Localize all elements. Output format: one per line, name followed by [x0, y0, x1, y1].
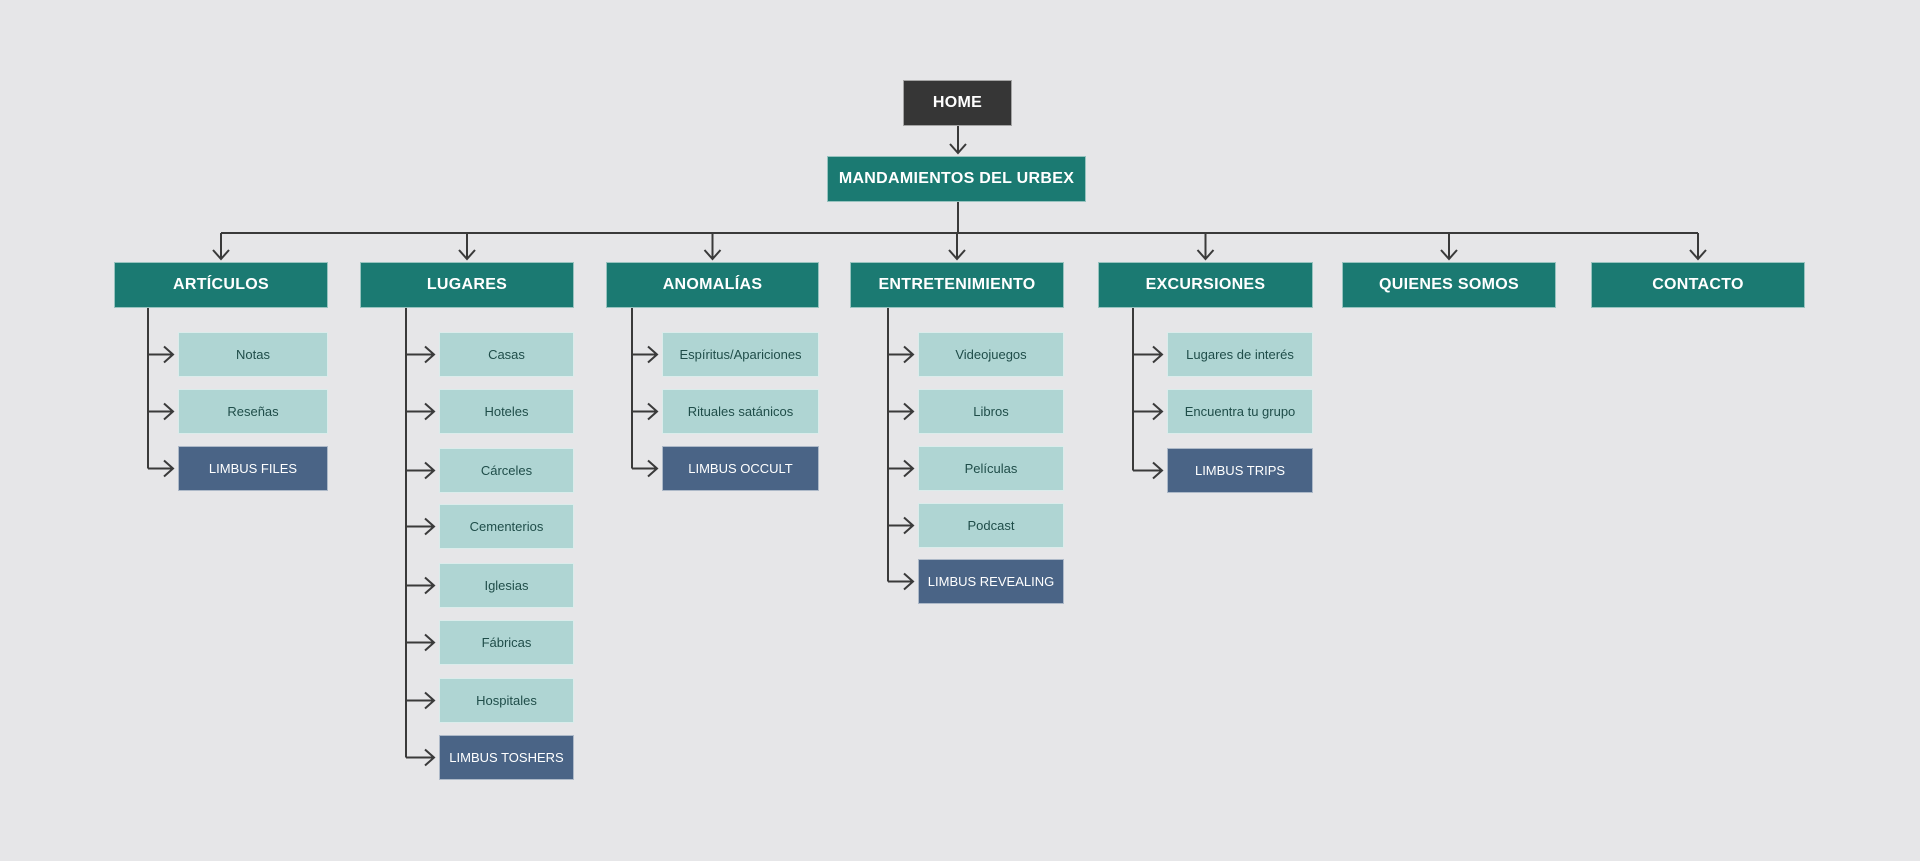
arrow-right-icon — [424, 633, 436, 652]
arrow-right-icon — [424, 402, 436, 421]
node-peliculas[interactable]: Películas — [918, 446, 1064, 491]
node-carceles[interactable]: Cárceles — [439, 448, 574, 493]
node-videojuegos[interactable]: Videojuegos — [918, 332, 1064, 377]
arrow-down-icon — [458, 249, 476, 261]
arrow-right-icon — [424, 691, 436, 710]
node-hoteles[interactable]: Hoteles — [439, 389, 574, 434]
node-casas[interactable]: Casas — [439, 332, 574, 377]
node-resenas[interactable]: Reseñas — [178, 389, 328, 434]
arrow-down-icon — [948, 249, 966, 261]
arrow-right-icon — [424, 461, 436, 480]
arrow-right-icon — [1152, 402, 1164, 421]
node-limbus-occult[interactable]: LIMBUS OCCULT — [662, 446, 819, 491]
arrow-right-icon — [424, 748, 436, 767]
node-limbus-revealing[interactable]: LIMBUS REVEALING — [918, 559, 1064, 604]
arrow-right-icon — [1152, 461, 1164, 480]
node-section-articulos[interactable]: ARTÍCULOS — [114, 262, 328, 308]
arrow-down-icon — [212, 249, 230, 261]
arrow-right-icon — [424, 345, 436, 364]
arrow-right-icon — [903, 516, 915, 535]
arrow-right-icon — [647, 345, 659, 364]
node-iglesias[interactable]: Iglesias — [439, 563, 574, 608]
arrow-down-icon — [949, 143, 967, 155]
node-section-anomalias[interactable]: ANOMALÍAS — [606, 262, 819, 308]
node-home[interactable]: HOME — [903, 80, 1012, 126]
arrow-right-icon — [903, 345, 915, 364]
node-limbus-trips[interactable]: LIMBUS TRIPS — [1167, 448, 1313, 493]
arrow-down-icon — [703, 249, 722, 261]
node-section-contacto[interactable]: CONTACTO — [1591, 262, 1805, 308]
arrow-right-icon — [1152, 345, 1164, 364]
node-section-lugares[interactable]: LUGARES — [360, 262, 574, 308]
node-notas[interactable]: Notas — [178, 332, 328, 377]
arrow-right-icon — [903, 459, 915, 478]
node-hospitales[interactable]: Hospitales — [439, 678, 574, 723]
node-mandamientos-del-urbex[interactable]: MANDAMIENTOS DEL URBEX — [827, 156, 1086, 202]
node-fabricas[interactable]: Fábricas — [439, 620, 574, 665]
node-cementerios[interactable]: Cementerios — [439, 504, 574, 549]
arrow-right-icon — [163, 459, 175, 478]
arrow-right-icon — [424, 517, 436, 536]
node-lugares-de-interes[interactable]: Lugares de interés — [1167, 332, 1313, 377]
arrow-right-icon — [424, 576, 436, 595]
node-section-entretenimiento[interactable]: ENTRETENIMIENTO — [850, 262, 1064, 308]
node-encuentra-tu-grupo[interactable]: Encuentra tu grupo — [1167, 389, 1313, 434]
node-section-quienes-somos[interactable]: QUIENES SOMOS — [1342, 262, 1556, 308]
node-podcast[interactable]: Podcast — [918, 503, 1064, 548]
node-section-excursiones[interactable]: EXCURSIONES — [1098, 262, 1313, 308]
node-rituales-satanicos[interactable]: Rituales satánicos — [662, 389, 819, 434]
arrow-down-icon — [1196, 249, 1215, 261]
arrow-right-icon — [647, 402, 659, 421]
arrow-down-icon — [1689, 249, 1707, 261]
arrow-right-icon — [163, 402, 175, 421]
arrow-right-icon — [903, 572, 915, 591]
node-libros[interactable]: Libros — [918, 389, 1064, 434]
node-limbus-files[interactable]: LIMBUS FILES — [178, 446, 328, 491]
node-limbus-toshers[interactable]: LIMBUS TOSHERS — [439, 735, 574, 780]
arrow-down-icon — [1440, 249, 1458, 261]
arrow-right-icon — [647, 459, 659, 478]
node-espiritus-apariciones[interactable]: Espíritus/Apariciones — [662, 332, 819, 377]
arrow-right-icon — [903, 402, 915, 421]
arrow-right-icon — [163, 345, 175, 364]
